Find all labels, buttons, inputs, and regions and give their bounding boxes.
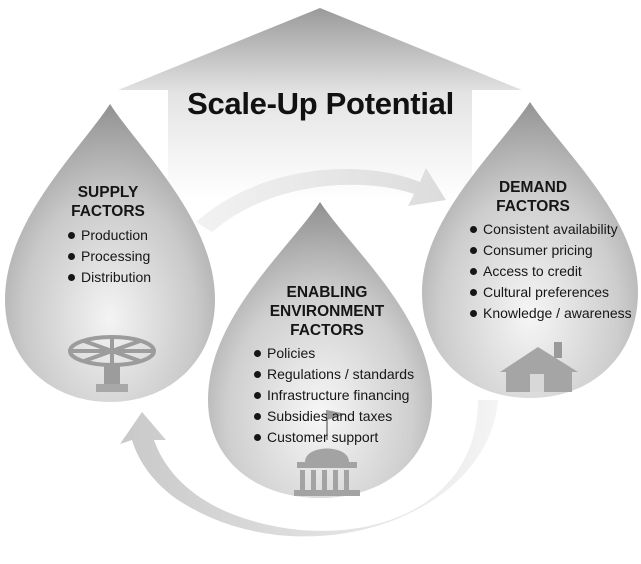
enabling-heading-line-3: FACTORS xyxy=(290,322,364,339)
supply-factor-list: Production Processing Distribution xyxy=(66,225,151,288)
enabling-heading: ENABLING ENVIRONMENT FACTORS xyxy=(262,283,392,340)
list-item: Production xyxy=(66,225,151,246)
enabling-heading-line-1: ENABLING xyxy=(286,284,368,301)
list-item: Customer support xyxy=(252,427,414,448)
list-item: Consistent availability xyxy=(468,219,632,240)
demand-factor-list: Consistent availability Consumer pricing… xyxy=(468,219,632,324)
scale-up-arrow xyxy=(118,8,522,200)
list-item: Policies xyxy=(252,343,414,364)
list-item: Knowledge / awareness xyxy=(468,303,632,324)
list-item: Cultural preferences xyxy=(468,282,632,303)
demand-drop xyxy=(422,102,638,398)
cycle-arrow-top xyxy=(196,168,446,232)
list-item: Infrastructure financing xyxy=(252,385,414,406)
list-item: Distribution xyxy=(66,267,151,288)
list-item: Subsidies and taxes xyxy=(252,406,414,427)
supply-heading-line-1: SUPPLY xyxy=(77,184,139,201)
list-item: Regulations / standards xyxy=(252,364,414,385)
demand-heading-line-1: DEMAND xyxy=(498,179,568,196)
supply-drop xyxy=(5,104,215,402)
list-item: Processing xyxy=(66,246,151,267)
supply-heading: SUPPLY FACTORS xyxy=(58,183,158,221)
demand-heading-line-2: FACTORS xyxy=(496,198,570,215)
supply-heading-line-2: FACTORS xyxy=(71,203,145,220)
enabling-factor-list: Policies Regulations / standards Infrast… xyxy=(252,343,414,448)
list-item: Access to credit xyxy=(468,261,632,282)
enabling-drop xyxy=(208,202,432,498)
capitol-building-icon xyxy=(294,410,360,496)
diagram-title: Scale-Up Potential xyxy=(187,86,454,121)
house-icon xyxy=(500,342,578,392)
valve-wheel-icon xyxy=(68,335,156,392)
enabling-heading-line-2: ENVIRONMENT xyxy=(269,303,385,320)
demand-heading: DEMAND FACTORS xyxy=(489,178,577,216)
list-item: Consumer pricing xyxy=(468,240,632,261)
